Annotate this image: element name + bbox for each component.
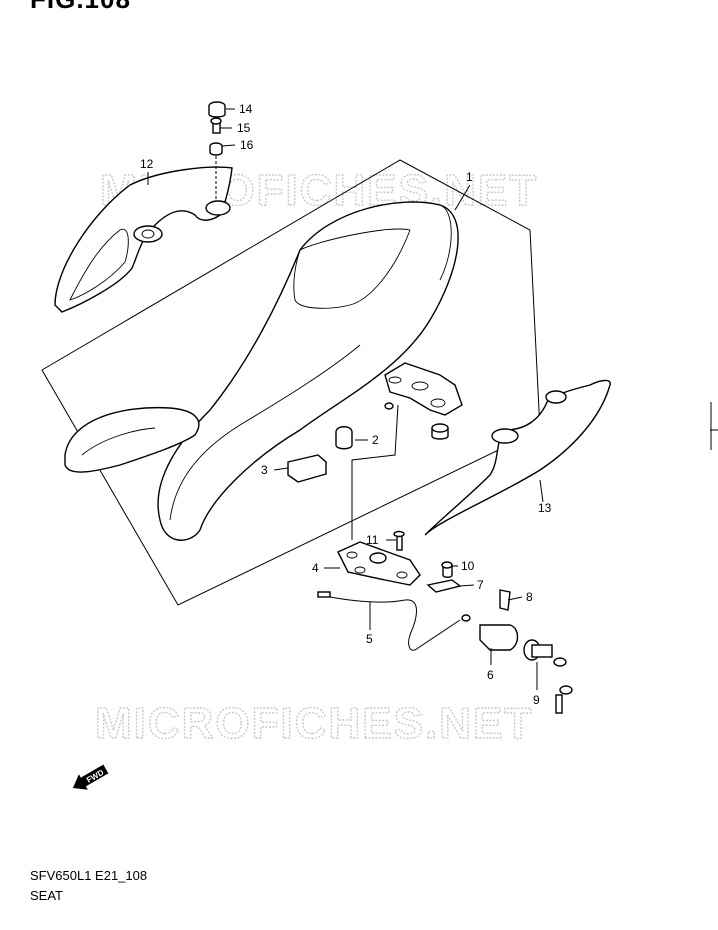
- callout-13: 13: [538, 501, 552, 515]
- callout-4: 4: [312, 561, 319, 575]
- grab-rail-right: [424, 379, 611, 536]
- callout-2: 2: [372, 433, 379, 447]
- leader-lines: [147, 108, 544, 690]
- callout-16: 16: [240, 138, 254, 152]
- callout-6: 6: [487, 668, 494, 682]
- model-code: SFV650L1 E21_108: [30, 868, 148, 883]
- callout-1: 1: [466, 170, 473, 184]
- watermark-bottom: MICROFICHES.NET: [95, 699, 533, 748]
- latch-bracket-upper: [287, 362, 463, 483]
- callout-15: 15: [237, 121, 251, 135]
- callout-12: 12: [140, 157, 154, 171]
- callout-8: 8: [526, 590, 533, 604]
- callout-14: 14: [239, 102, 253, 116]
- callout-11: 11: [366, 533, 379, 547]
- seat-part: [64, 201, 459, 541]
- grab-rail-left: [54, 166, 233, 313]
- callout-9: 9: [533, 693, 540, 707]
- callout-10: 10: [461, 559, 475, 573]
- assembly-boundary: [41, 159, 541, 606]
- seat-lock-cable: [317, 591, 471, 651]
- fwd-arrow-icon: FWD: [72, 764, 109, 790]
- figure-title: FIG.108: [30, 0, 131, 12]
- latch-plate-lower: [337, 530, 421, 586]
- section-name: SEAT: [30, 888, 63, 903]
- lock-assembly-parts: [426, 561, 573, 714]
- hardware-stack-14-16: [208, 101, 226, 200]
- callout-5: 5: [366, 632, 373, 646]
- callout-7: 7: [477, 578, 484, 592]
- callout-3: 3: [261, 463, 268, 477]
